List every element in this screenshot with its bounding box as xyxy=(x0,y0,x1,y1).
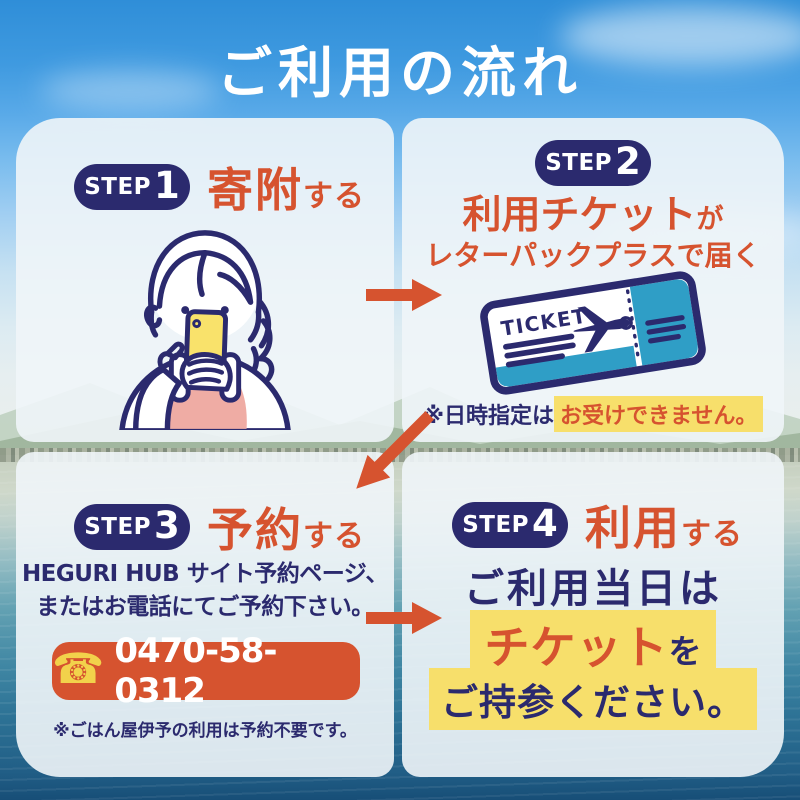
step3-description-line2: またはお電話にてご予約下さい。 xyxy=(36,594,374,621)
cloud-shape xyxy=(40,70,220,110)
step4-line2: チケットを xyxy=(402,610,784,677)
step3-panel: STEP 3 予約 する HEGURI HUB サイト予約ページ、 またはお電話… xyxy=(16,452,394,777)
step4-title-main: 利用 xyxy=(585,501,681,555)
step4-line2-suffix: を xyxy=(668,632,702,671)
step1-title-main: 寄附 xyxy=(207,163,303,217)
step3-title-suffix: する xyxy=(303,519,365,554)
step4-title-suffix: する xyxy=(681,517,743,552)
step-badge-number: 2 xyxy=(615,139,641,183)
arrow-right-icon xyxy=(366,276,442,314)
step3-title: 予約 する xyxy=(207,494,365,560)
cloud-shape xyxy=(560,6,800,66)
step2-note: ※日時指定はお受けできません。 xyxy=(402,396,784,432)
arrow-right-icon xyxy=(366,599,442,637)
step2-badge: STEP 2 xyxy=(535,140,651,186)
step3-title-main: 予約 xyxy=(207,503,303,557)
step-badge-label: STEP xyxy=(84,514,152,540)
step2-note-prefix: ※日時指定は xyxy=(422,404,555,429)
arrow-diagonal-icon xyxy=(343,402,443,502)
step2-subheading: レターパックプラスで届く xyxy=(425,239,761,272)
step1-title-suffix: する xyxy=(303,179,365,214)
step1-badge: STEP 1 xyxy=(74,164,190,210)
step3-note: ※ごはん屋伊予の利用は予約不要です。 xyxy=(53,721,357,741)
step4-badge: STEP 4 xyxy=(452,502,568,548)
donor-woman-illustration xyxy=(106,208,304,434)
step2-note-highlight: お受けできません。 xyxy=(554,396,764,432)
airplane-icon xyxy=(573,306,633,353)
step4-panel: STEP 4 利用 する ご利用当日は チケットを ご持参ください。 xyxy=(402,452,784,777)
step2-panel: STEP 2 利用チケットが レターパックプラスで届く TICKET xyxy=(402,118,784,442)
step-badge-label: STEP xyxy=(462,512,530,538)
page-title: ご利用の流れ xyxy=(216,41,583,105)
step1-panel: STEP 1 寄附 する xyxy=(16,118,394,442)
step1-title: 寄附 する xyxy=(207,154,365,220)
step4-line3: ご持参ください。 xyxy=(402,668,784,730)
step-badge-number: 1 xyxy=(154,163,180,207)
step3-description-line1: HEGURI HUB サイト予約ページ、 xyxy=(21,561,389,587)
phone-button[interactable]: ☎ 0470-58-0312 xyxy=(52,631,360,711)
phone-icon: ☎ xyxy=(52,644,105,693)
step4-line1: ご利用当日は xyxy=(464,566,722,612)
step3-description: HEGURI HUB サイト予約ページ、 またはお電話にてご予約下さい。 xyxy=(16,558,394,625)
step2-heading-suffix: が xyxy=(696,204,724,235)
step4-title: 利用 する xyxy=(585,492,743,558)
step-badge-label: STEP xyxy=(84,174,152,200)
phone-number: 0470-58-0312 xyxy=(114,631,277,711)
step-badge-number: 4 xyxy=(532,501,558,545)
step2-heading: 利用チケットが xyxy=(402,184,784,240)
step-badge-label: STEP xyxy=(545,150,613,176)
step4-line2-main: チケット xyxy=(484,621,669,674)
step3-badge: STEP 3 xyxy=(74,504,190,550)
step-badge-number: 3 xyxy=(154,503,180,547)
step2-heading-main: 利用チケット xyxy=(462,193,697,238)
ticket-illustration: TICKET xyxy=(477,267,710,398)
